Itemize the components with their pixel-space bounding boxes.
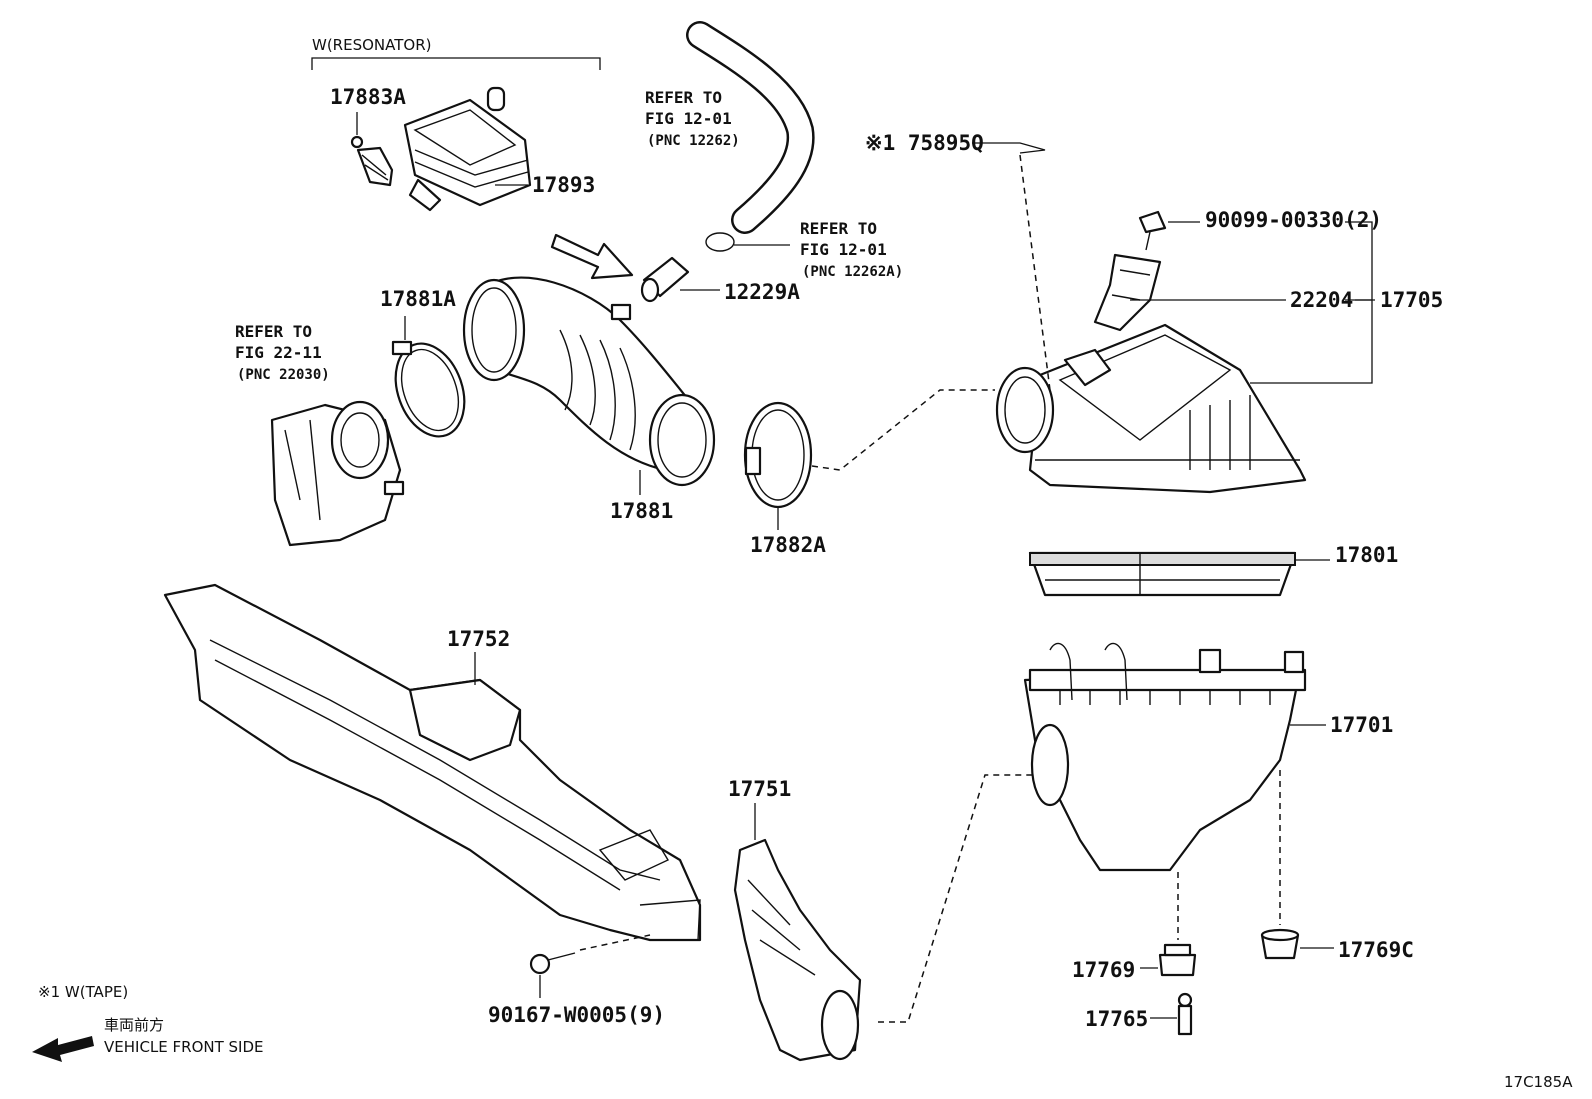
hose-ref: REFER TO FIG 12-01 (PNC 12262) — [645, 21, 815, 234]
case-17701 — [1023, 642, 1307, 872]
label-17701: 17701 — [1330, 713, 1393, 737]
clamp-17883A — [350, 135, 394, 187]
label-17751: 17751 — [728, 777, 791, 801]
figure-code: 17C185A — [1504, 1073, 1573, 1091]
throttle-ref: REFER TO FIG 22-11 (PNC 22030) — [235, 322, 405, 547]
label-17893: 17893 — [532, 173, 595, 197]
clamp-17881A: 17881A — [380, 287, 466, 438]
duct-17752 — [163, 583, 702, 942]
resonator-bracket — [311, 57, 601, 70]
label-17705: 17705 — [1380, 288, 1443, 312]
ref-throttle-line2: FIG 22-11 — [235, 343, 322, 362]
ref-clip-line2: FIG 12-01 — [800, 240, 887, 259]
ref-hose-line2: FIG 12-01 — [645, 109, 732, 128]
ref-throttle-line1: REFER TO — [235, 322, 312, 341]
label-12229A: 12229A — [724, 280, 800, 304]
label-22204: 22204 — [1290, 288, 1353, 312]
sensor-22204 — [1093, 253, 1162, 332]
resonator-group: W(RESONATOR) 17883A 17893 — [311, 36, 601, 212]
front-side-en: VEHICLE FRONT SIDE — [104, 1038, 264, 1056]
intake-hose-17881: 17881 — [462, 276, 716, 523]
label-17881A: 17881A — [380, 287, 456, 311]
ref-clip-line3: (PNC 12262A) — [802, 264, 903, 280]
filter-17801 — [1028, 551, 1297, 597]
legend: ※1 W(TAPE) 車両前方 VEHICLE FRONT SIDE — [32, 983, 264, 1062]
dash-hose-to-cleaner — [811, 389, 995, 471]
label-17752: 17752 — [447, 627, 510, 651]
resonator-group-label: W(RESONATOR) — [312, 36, 431, 54]
label-90167: 90167-W0005(9) — [488, 1003, 665, 1027]
front-side-jp: 車両前方 — [104, 1016, 164, 1034]
tape-note: ※1 W(TAPE) — [38, 983, 128, 1001]
label-17765: 17765 — [1085, 1007, 1148, 1031]
screw-90099 — [1138, 210, 1167, 251]
fitting-12229A: 12229A — [640, 256, 800, 304]
label-17883A: 17883A — [330, 85, 406, 109]
flow-arrow — [550, 233, 634, 280]
clip-ref: REFER TO FIG 12-01 (PNC 12262A) — [705, 219, 903, 280]
screw-90167 — [529, 952, 576, 975]
dash-duct-to-case — [878, 774, 1035, 1023]
label-17801: 17801 — [1335, 543, 1398, 567]
ref-hose-line3: (PNC 12262) — [647, 133, 740, 149]
label-75895Q: ※1 75895Q — [865, 131, 984, 155]
resonator-17893 — [403, 86, 532, 212]
bolt-17765 — [1177, 992, 1193, 1036]
label-17769C: 17769C — [1338, 938, 1414, 962]
grommet-17769 — [1158, 943, 1197, 977]
air-cleaner-cap-17705 — [995, 323, 1307, 494]
grommet-17769C — [1260, 928, 1300, 960]
ref-throttle-line3: (PNC 22030) — [237, 367, 330, 383]
duct-17751 — [733, 838, 862, 1062]
label-17881: 17881 — [610, 499, 673, 523]
front-arrow-icon — [32, 1036, 94, 1062]
label-90099: 90099-00330(2) — [1205, 208, 1382, 232]
label-17769: 17769 — [1072, 958, 1135, 982]
ref-clip-line1: REFER TO — [800, 219, 877, 238]
ref-hose-line1: REFER TO — [645, 88, 722, 107]
label-17882A: 17882A — [750, 533, 826, 557]
clamp-17882A: 17882A — [743, 401, 826, 557]
